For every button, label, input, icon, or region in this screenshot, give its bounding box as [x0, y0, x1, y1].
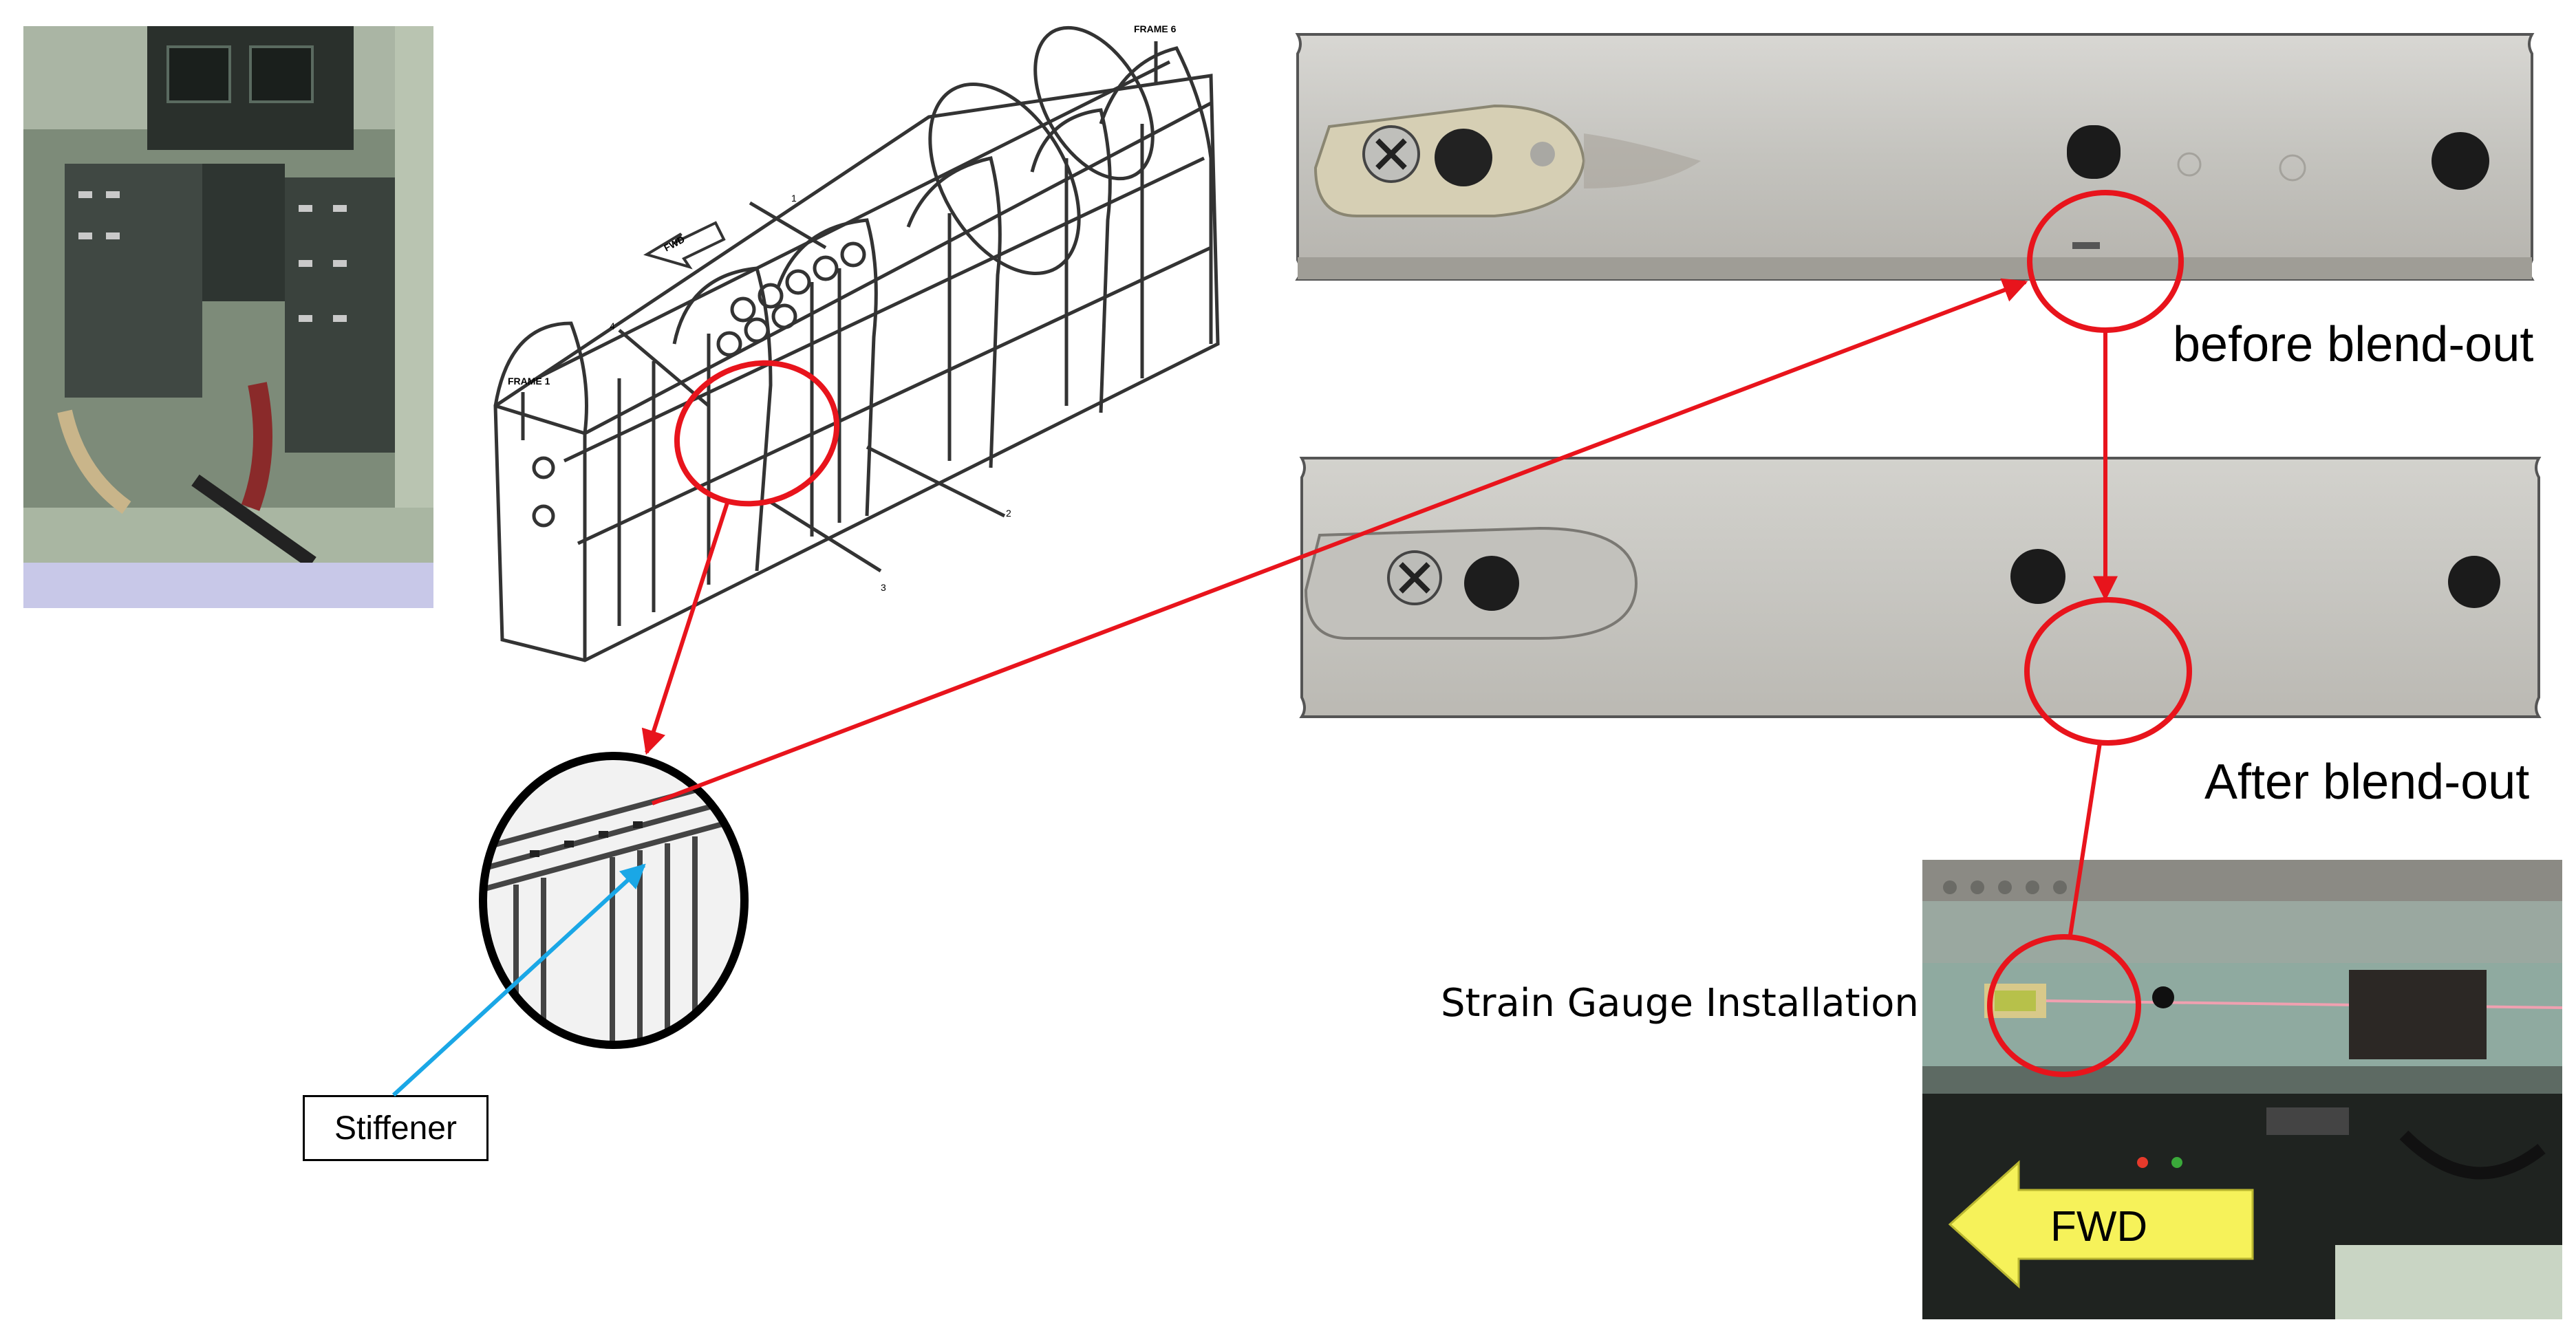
highlight-circles	[674, 190, 2192, 1077]
strain-gauge-photo	[1922, 860, 2562, 1319]
callout-3: 3	[881, 582, 886, 593]
after-blend-out-caption: After blend-out	[2204, 755, 2530, 810]
strip-after-art	[1299, 457, 2542, 718]
frame-6-label: FRAME 6	[1134, 23, 1177, 34]
cockpit-photo-art	[23, 26, 433, 608]
after-to-gauge-arrow	[2068, 742, 2102, 940]
before-highlight-circle	[2027, 190, 2184, 333]
stiffener-label-box: Stiffener	[303, 1095, 489, 1161]
fuselage-drawing	[482, 21, 1245, 674]
connector-arrows	[641, 278, 2118, 940]
strain-gauge-caption: Strain Gauge Installation	[1441, 981, 1919, 1026]
gauge-highlight-circle	[1987, 934, 2141, 1077]
stiffener-label: Stiffener	[334, 1110, 457, 1147]
strip-before-photo	[1288, 30, 2542, 283]
callout-1: 1	[791, 193, 797, 204]
stiffener-zoom	[475, 747, 753, 1054]
frame-1-label: FRAME 1	[508, 376, 550, 387]
cockpit-photo	[23, 26, 433, 608]
stiffener-pointer-arrow	[391, 863, 646, 1097]
fuselage-to-zoom-arrow	[641, 500, 730, 755]
fwd-small-arrow	[643, 221, 726, 270]
strain-gauge-art	[1922, 860, 2562, 1319]
strip-after-photo	[1292, 453, 2548, 722]
before-blend-out-caption: before blend-out	[2173, 317, 2534, 372]
fwd-arrow-label: FWD	[2050, 1203, 2148, 1251]
fuselage-highlight-circle	[674, 360, 840, 507]
zoom-to-before-arrow	[651, 278, 2028, 805]
callout-2: 2	[1006, 508, 1011, 519]
callout-4: 4	[610, 321, 615, 332]
fwd-arrow	[1948, 1160, 2254, 1289]
strip-before-art	[1295, 33, 2535, 281]
fuselage-drawing-art	[493, 25, 1220, 662]
after-highlight-circle	[2024, 597, 2192, 746]
stiffener-zoom-art	[479, 752, 749, 1049]
